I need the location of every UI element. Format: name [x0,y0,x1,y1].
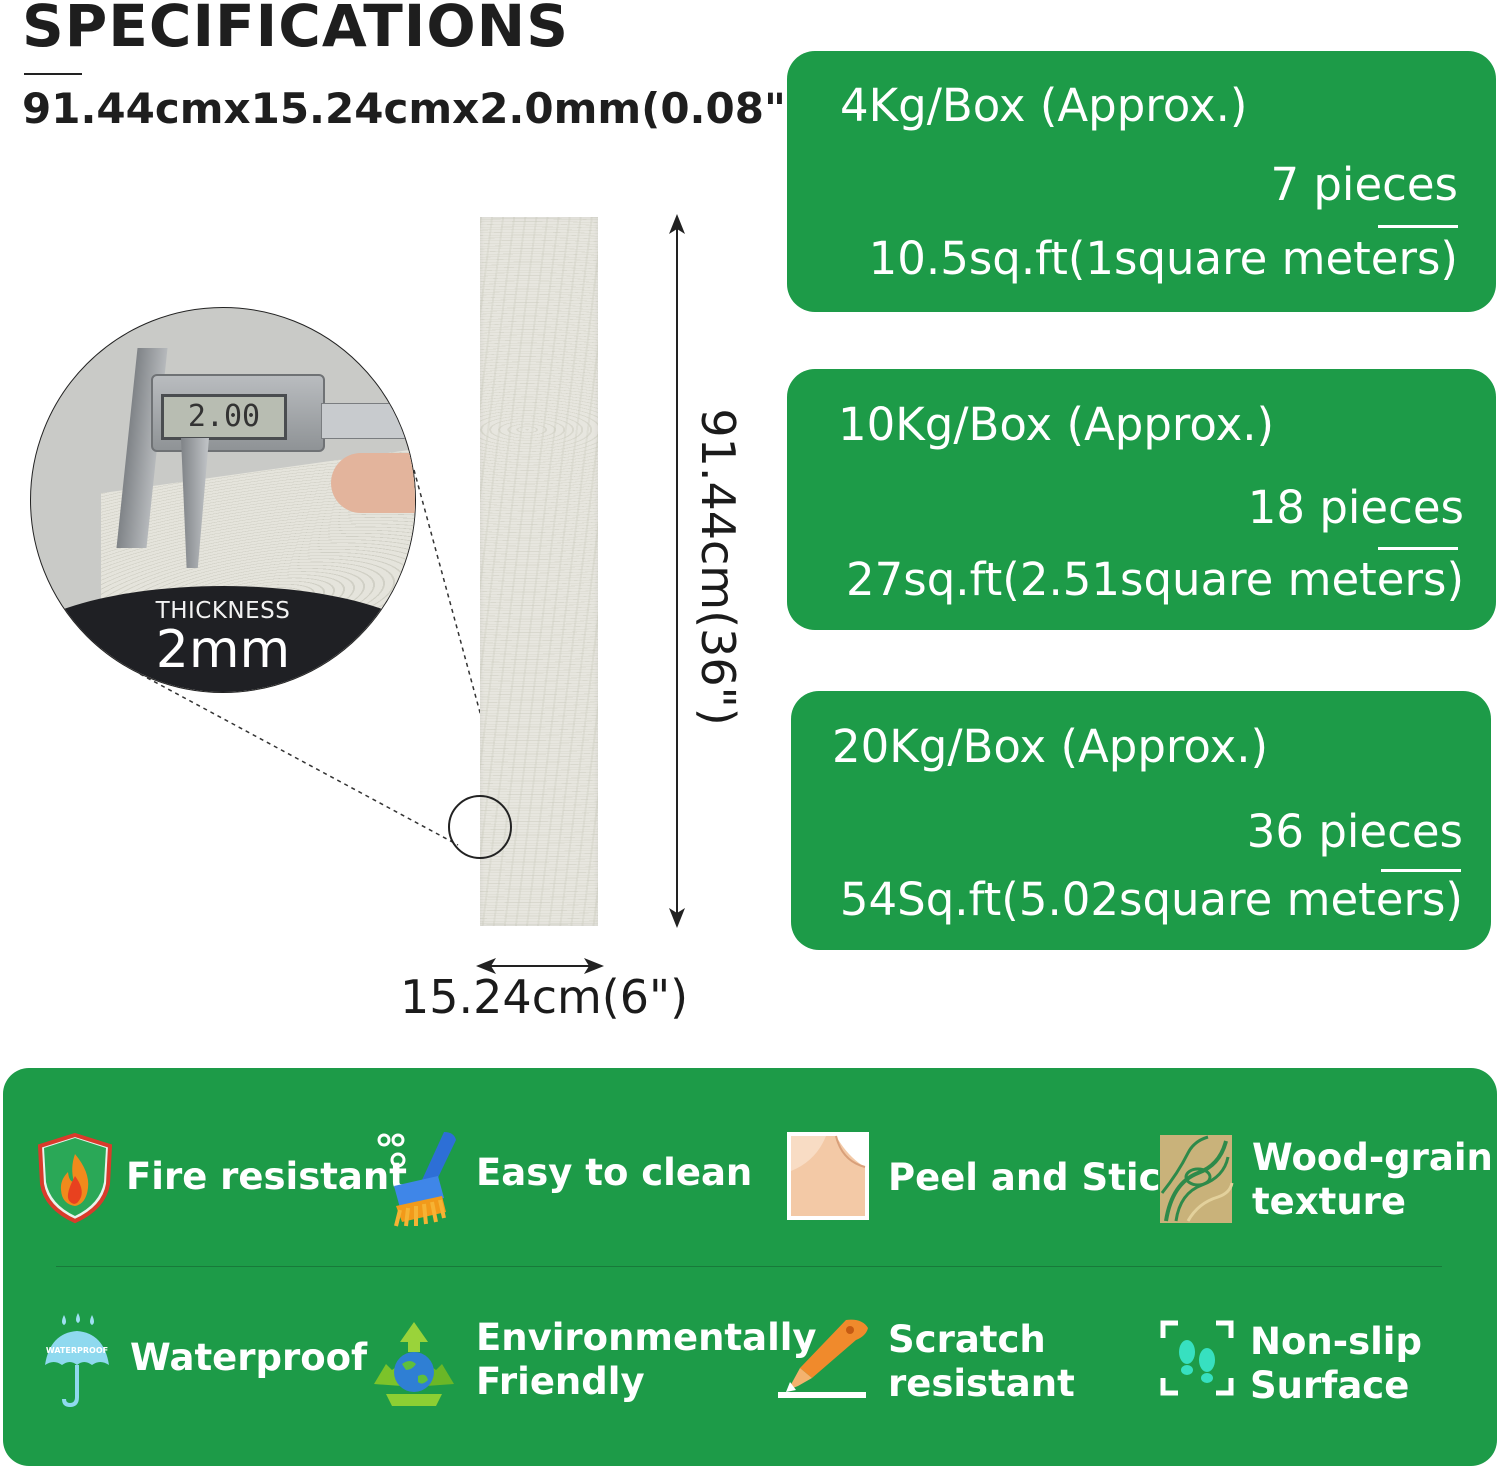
box-weight: 10Kg/Box (Approx.) [838,398,1275,451]
box-pieces: 18 pieces [1247,481,1464,534]
brush-icon [377,1132,456,1227]
zoom-circle [448,795,512,859]
pieces-underline [1378,547,1458,550]
page-title: SPECIFICATIONS [22,0,569,60]
thickness-label: THICKNESS [155,598,291,624]
umbrella-icon: WATERPROOF [45,1313,109,1408]
pieces-underline [1378,225,1458,228]
feature-waterproof: Waterproof [130,1336,368,1379]
fire-shield-icon [37,1132,113,1224]
caliper-display: 2.00 [161,394,287,440]
box-weight: 20Kg/Box (Approx.) [832,720,1269,773]
feature-fire-resistant: Fire resistant [126,1155,407,1198]
length-arrow-head-top [669,214,685,234]
caliper-ruler [321,403,415,439]
box-pieces: 7 pieces [1270,158,1458,211]
feature-nonslip-line1: Non-slip [1250,1320,1422,1363]
box-option-20kg: 20Kg/Box (Approx.) 36 pieces 54Sq.ft(5.0… [791,691,1491,950]
dimensions-text: 91.44cmx15.24cmx2.0mm(0.08") [22,84,806,133]
width-label: 15.24cm(6") [400,970,689,1024]
feature-scratch-line2: resistant [888,1362,1075,1405]
box-area: 27sq.ft(2.51square meters) [846,553,1464,606]
title-underline [24,73,82,75]
feature-nonslip-line2: Surface [1250,1364,1410,1407]
feature-scratch-line1: Scratch [888,1318,1046,1361]
peel-sticker-icon [787,1132,869,1220]
box-area: 10.5sq.ft(1square meters) [868,232,1458,285]
utility-knife-icon [778,1319,868,1398]
feature-peel-and-stick: Peel and Stick [888,1156,1186,1199]
footprints-icon [1160,1320,1234,1396]
box-option-10kg: 10Kg/Box (Approx.) 18 pieces 27sq.ft(2.5… [787,369,1496,630]
waterproof-icon-text: WATERPROOF [46,1346,108,1355]
features-panel [3,1068,1497,1466]
finger-image [331,453,415,513]
wood-grain-icon [1160,1135,1234,1223]
length-arrow-head-bottom [669,908,685,928]
width-arrow-head-left [476,958,496,974]
length-label: 91.44cm(36") [691,408,745,726]
feature-easy-to-clean: Easy to clean [476,1151,753,1194]
leader-line-left [139,673,459,846]
feature-wood-grain-line2: texture [1252,1180,1407,1223]
feature-wood-grain-line1: Wood-grain [1252,1136,1493,1179]
thickness-value: 2mm [155,620,291,680]
box-pieces: 36 pieces [1246,805,1463,858]
thickness-badge [31,586,415,692]
feature-eco-line2: Friendly [476,1360,645,1403]
thickness-magnifier: 2.00 THICKNESS 2mm [30,307,416,693]
box-area: 54Sq.ft(5.02square meters) [839,873,1463,926]
feature-eco-line1: Environmentally [476,1316,817,1359]
recycle-globe-icon [374,1322,454,1406]
box-option-4kg: 4Kg/Box (Approx.) 7 pieces 10.5sq.ft(1sq… [787,51,1496,312]
width-arrow-head-right [584,958,604,974]
pieces-underline [1381,869,1461,872]
features-divider [56,1266,1442,1267]
box-weight: 4Kg/Box (Approx.) [840,79,1248,132]
